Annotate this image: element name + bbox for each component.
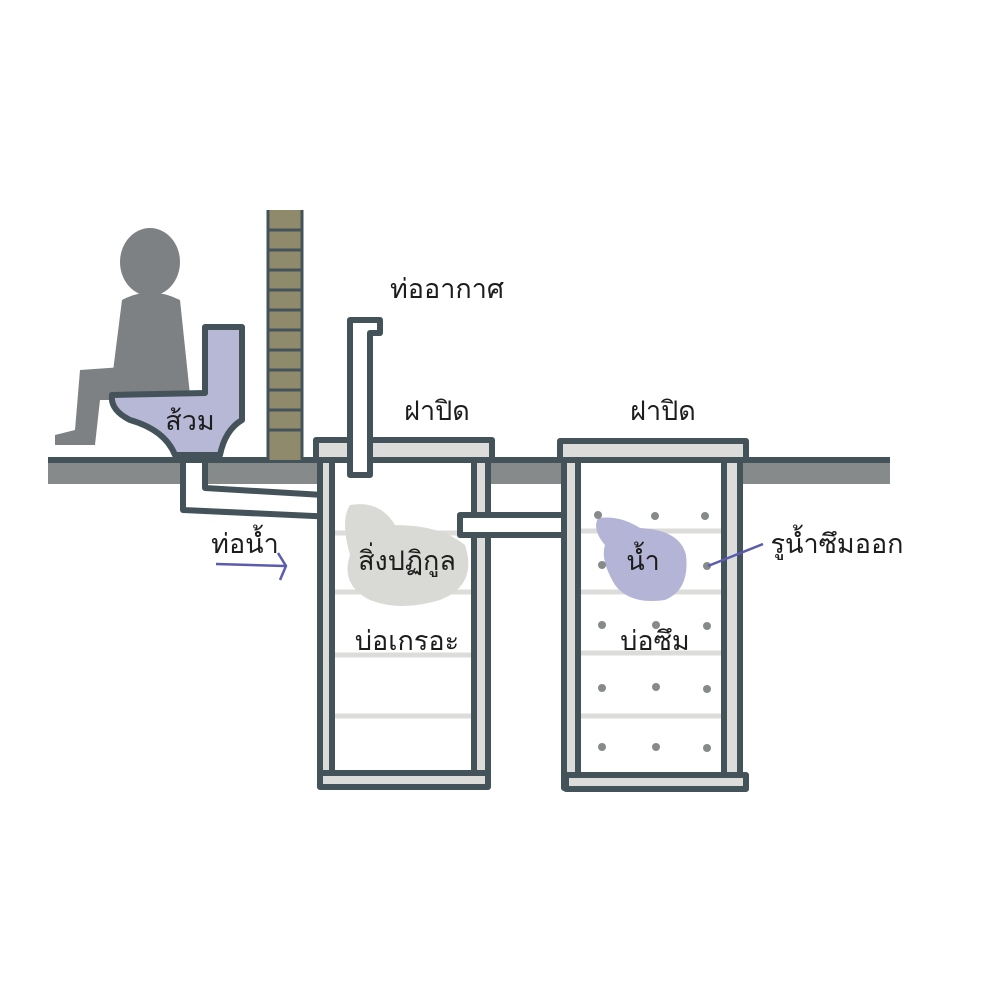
septic-lid <box>313 437 495 463</box>
label-sludge: สิ่งปฏิกูล <box>358 542 456 577</box>
label-seepage-holes: รูน้ำซึมออก <box>770 524 903 560</box>
septic-tank <box>313 437 495 790</box>
label-lid-seepage: ฝาปิด <box>630 396 696 427</box>
person-silhouette <box>55 228 190 445</box>
sludge-blob <box>345 504 469 606</box>
seepage-holes <box>594 511 711 752</box>
label-toilet: ส้วม <box>165 406 214 437</box>
water-blob <box>596 517 687 601</box>
flow-arrow-icon <box>215 552 288 581</box>
brick-wall <box>266 210 304 460</box>
seepage-pit <box>557 438 749 792</box>
seepage-lid <box>557 438 749 463</box>
label-septic-tank: บ่อเกรอะ <box>355 626 459 657</box>
toilet <box>108 324 245 458</box>
label-water-pipe: ท่อน้ำ <box>211 524 279 560</box>
seepage-pointer-line <box>707 542 764 568</box>
air-vent-pipe <box>347 317 383 478</box>
label-water: น้ำ <box>626 541 660 577</box>
label-air-pipe: ท่ออากาศ <box>390 274 504 305</box>
label-lid-septic: ฝาปิด <box>404 396 470 427</box>
label-seepage-pit: บ่อซึม <box>620 626 689 657</box>
